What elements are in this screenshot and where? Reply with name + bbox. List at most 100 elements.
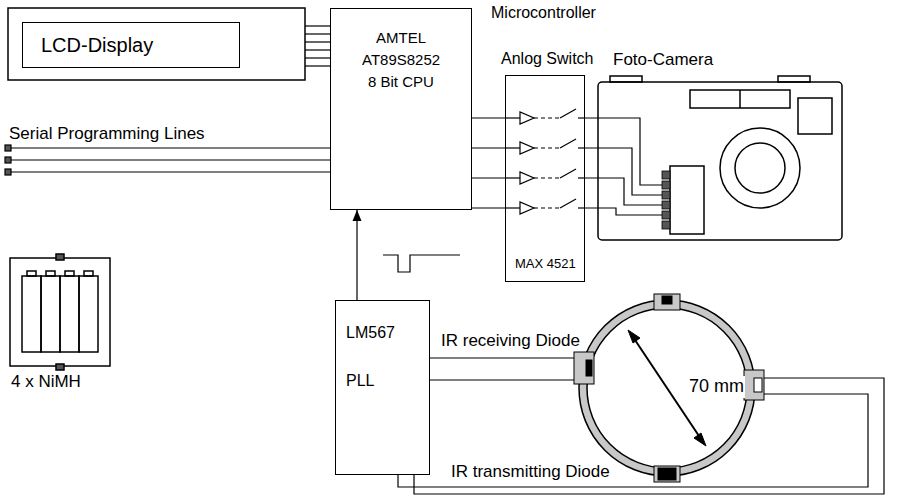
camera-pins-part bbox=[662, 201, 670, 209]
switch-channels-part bbox=[578, 147, 585, 148]
chip-maker: AMTEL bbox=[376, 29, 426, 47]
camera-figure-part bbox=[739, 90, 741, 108]
bus-label: Serial Programming Lines bbox=[8, 124, 206, 144]
switch-channels-part bbox=[520, 142, 534, 154]
camera-wires-part bbox=[585, 208, 662, 215]
switch-channels-part bbox=[560, 199, 576, 208]
display-box: LCD-Display bbox=[22, 22, 240, 68]
lcd-frame bbox=[8, 8, 305, 80]
block-heading: Microcontroller bbox=[491, 3, 596, 22]
ir-sensors-part bbox=[574, 352, 594, 384]
serial-wires-part bbox=[8, 147, 330, 148]
lcd-bus-wires-part bbox=[305, 49, 330, 50]
signal-wire bbox=[472, 208, 505, 209]
part-label: 4 x NiMH bbox=[10, 372, 82, 392]
ir-sensors-part bbox=[744, 370, 764, 400]
camera-pins bbox=[662, 171, 670, 229]
ir-ring-part bbox=[587, 308, 747, 468]
battery-pack-part bbox=[27, 271, 36, 276]
battery-pack-part bbox=[56, 254, 64, 260]
pll-box: LM567PLL bbox=[335, 300, 430, 475]
wire-label: IR receiving Diode bbox=[440, 331, 581, 351]
ir-sensors-part bbox=[586, 360, 592, 376]
battery-pack-part bbox=[84, 271, 93, 276]
lcd-bus-wires-part bbox=[305, 25, 330, 26]
signal-arrow bbox=[353, 210, 362, 300]
camera-pins-part bbox=[662, 211, 670, 219]
switch-channels-part bbox=[534, 207, 560, 208]
ir-sensors-part bbox=[654, 466, 680, 482]
wire-line bbox=[472, 207, 505, 208]
ir-wires-part bbox=[398, 394, 868, 487]
battery-pack-part bbox=[79, 276, 98, 352]
switch-channels-part bbox=[520, 202, 534, 214]
signal-wire bbox=[472, 148, 505, 149]
battery-pack-part bbox=[10, 258, 110, 366]
camera-pins-part bbox=[662, 191, 670, 199]
switch-channels-part bbox=[520, 172, 534, 184]
serial-wires-part bbox=[8, 171, 330, 172]
switch-channels-part bbox=[534, 147, 560, 148]
battery-pack-part bbox=[60, 276, 79, 352]
battery-pack-part bbox=[46, 271, 55, 276]
battery-pack-part bbox=[22, 276, 41, 352]
switch-box: Anlog SwitchMAX 4521 bbox=[505, 75, 585, 282]
battery-pack bbox=[10, 254, 110, 370]
ir-wires-part bbox=[414, 378, 884, 494]
switch-channels-part bbox=[534, 177, 560, 178]
camera-figure-part bbox=[690, 90, 790, 108]
ir-sensors bbox=[574, 294, 764, 482]
signal-wire bbox=[472, 118, 505, 119]
part-label: Foto-Camera bbox=[612, 50, 714, 70]
serial-wires-part bbox=[5, 145, 11, 151]
ir-sensors-part bbox=[658, 468, 676, 480]
battery-pack-part bbox=[41, 276, 60, 352]
camera-pins-part bbox=[662, 171, 670, 179]
switch-channels-part bbox=[578, 207, 585, 208]
switch-channels-part bbox=[505, 117, 520, 118]
switch-channels-part bbox=[505, 147, 520, 148]
cpu-box: MicrocontrollerAMTELAT89S82528 Bit CPU bbox=[330, 8, 472, 210]
serial-wires bbox=[5, 145, 330, 175]
switch-channels-part bbox=[505, 207, 520, 208]
camera-pins-part bbox=[662, 221, 670, 229]
chip-note: 8 Bit CPU bbox=[368, 73, 434, 91]
camera-pins-part bbox=[662, 181, 670, 189]
wire-label: IR transmitting Diode bbox=[450, 462, 611, 482]
switch-channels-part bbox=[505, 177, 520, 178]
dimension-arrow-part bbox=[694, 433, 706, 446]
block-function: PLL bbox=[346, 371, 374, 390]
ir-sensors-part bbox=[754, 378, 762, 392]
chip-type: AT89S8252 bbox=[362, 51, 440, 69]
block-heading: Anlog Switch bbox=[501, 49, 594, 68]
ir-sensors-part bbox=[654, 294, 680, 310]
serial-wires-part bbox=[8, 159, 330, 160]
camera-wires bbox=[585, 118, 662, 215]
wire-line bbox=[472, 117, 505, 118]
arrow-head bbox=[353, 210, 362, 221]
camera-figure-part bbox=[735, 143, 785, 193]
switch-channels-part bbox=[560, 109, 576, 118]
camera-figure-part bbox=[778, 76, 810, 82]
ir-ring bbox=[579, 300, 755, 476]
lcd-bus-wires-part bbox=[305, 33, 330, 34]
lcd-frame-part bbox=[8, 8, 305, 80]
lcd-bus-wires-part bbox=[305, 65, 330, 66]
switch-channels-part bbox=[578, 117, 585, 118]
ir-wires bbox=[398, 358, 884, 494]
lcd-bus-wires bbox=[305, 26, 330, 66]
chip-type: LM567 bbox=[346, 323, 395, 342]
ir-ring-part bbox=[579, 300, 755, 476]
display-name: LCD-Display bbox=[41, 33, 153, 57]
wire-line bbox=[472, 177, 505, 178]
camera-figure-part bbox=[670, 166, 704, 234]
ir-wires-part bbox=[430, 357, 574, 358]
wire-line bbox=[356, 210, 357, 300]
camera-wires-part bbox=[585, 178, 662, 205]
dimension-arrow-part bbox=[628, 330, 640, 343]
pulse-symbol-part bbox=[383, 255, 460, 272]
wire-line bbox=[472, 147, 505, 148]
